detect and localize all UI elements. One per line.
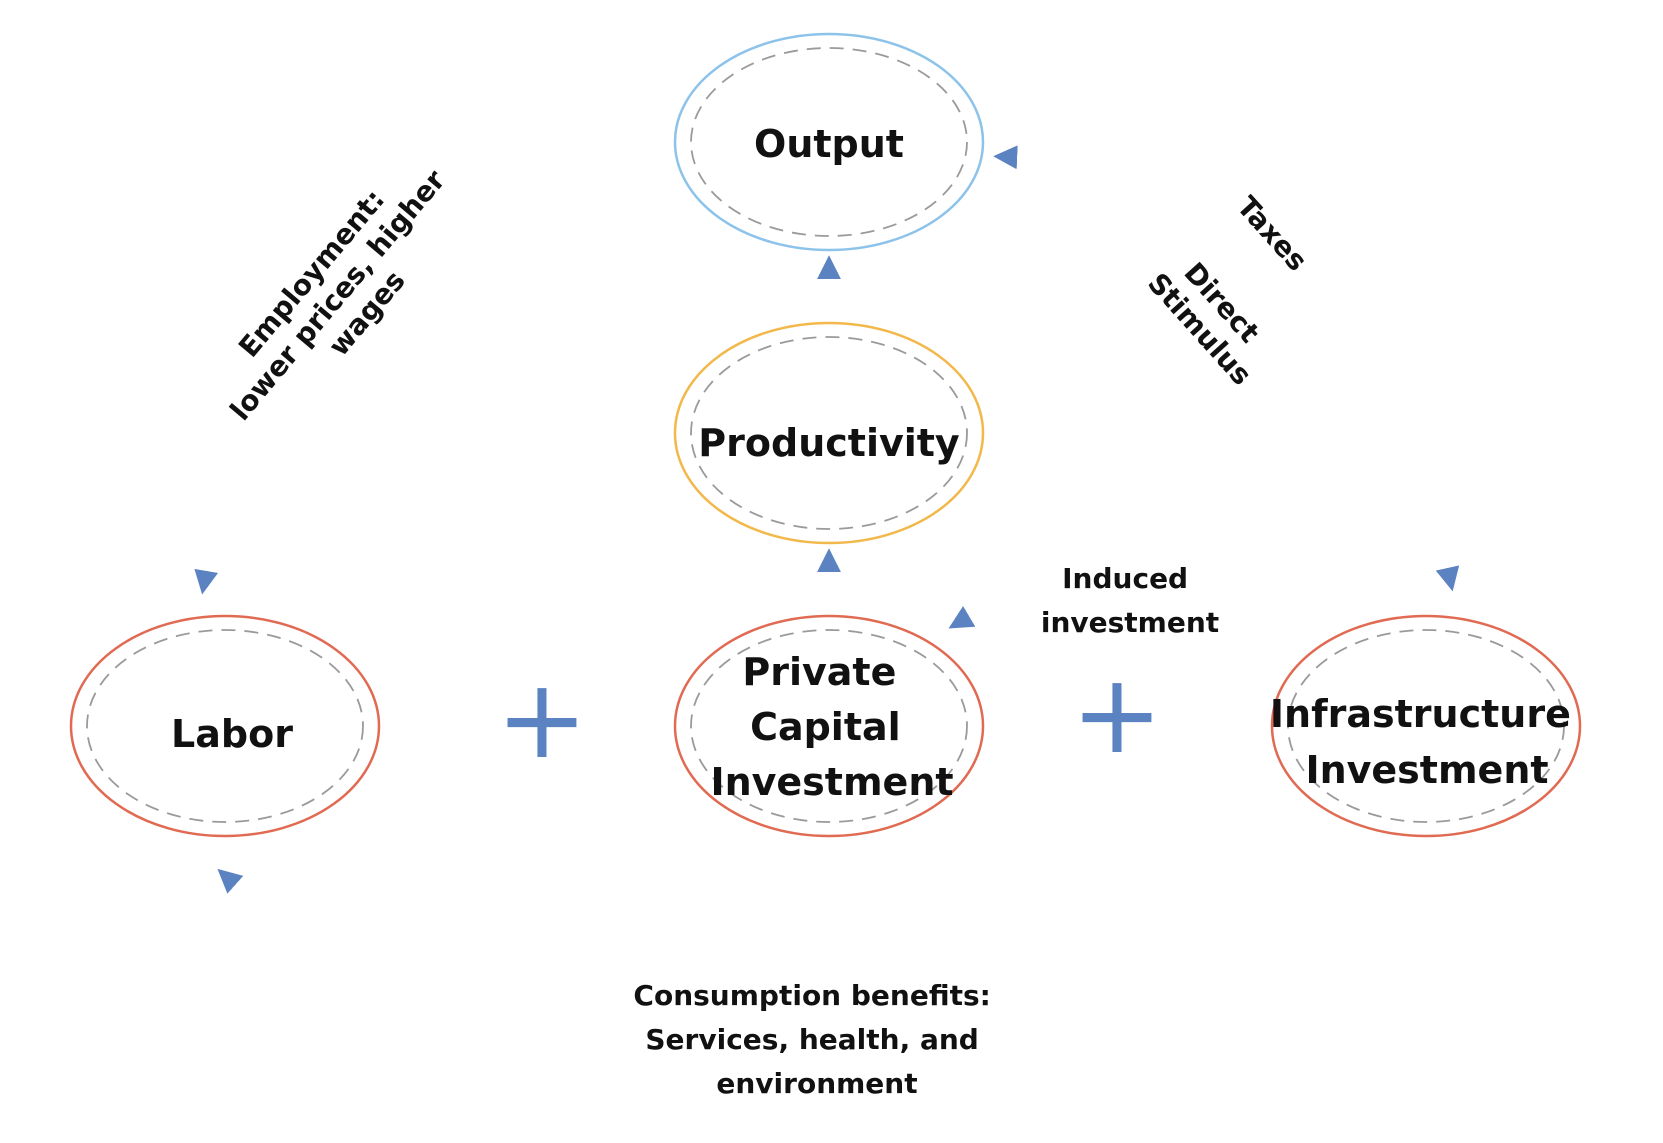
productivity-node-dashed-ring bbox=[690, 336, 968, 530]
arrow-infrastructure-to-stimulus-label bbox=[1303, 355, 1394, 590]
labor-node: Labor bbox=[69, 614, 381, 838]
labor-node-border bbox=[69, 614, 381, 838]
productivity-node-border bbox=[673, 321, 985, 545]
employment-label: Employment: lower prices, higher wages bbox=[198, 134, 485, 448]
arrow-infrastructure-to-induced-label bbox=[1248, 600, 1300, 620]
induced-investment-line-2: investment bbox=[1041, 606, 1219, 639]
infrastructure-line-1: Infrastructure bbox=[1270, 692, 1571, 736]
consumption-benefits-line-1: Consumption benefits: bbox=[633, 979, 990, 1012]
employment-label-line-2: lower prices, higher bbox=[224, 164, 452, 427]
output-node-border bbox=[673, 32, 985, 252]
labor-node-label: Labor bbox=[171, 712, 293, 756]
private-capital-node-dashed-ring bbox=[690, 629, 968, 823]
output-node-dashed-ring bbox=[690, 47, 968, 237]
svg-text:Direct Stimulus: Direct Stimulus bbox=[1141, 244, 1283, 392]
taxes-label: Taxes bbox=[1230, 190, 1313, 278]
arrow-employment-to-labor bbox=[194, 568, 219, 595]
consumption-benefits-line-2: Services, health, and bbox=[645, 1023, 978, 1056]
infrastructure-node-border bbox=[1270, 614, 1582, 838]
consumption-benefits-label: Consumption benefits: Services, health, … bbox=[633, 979, 1000, 1100]
labor-node-dashed-ring bbox=[86, 629, 364, 823]
consumption-benefits-line-3: environment bbox=[716, 1067, 917, 1100]
arrow-stimulus-to-output bbox=[993, 145, 1018, 170]
arrow-induced-to-private-capital bbox=[948, 606, 976, 629]
productivity-node-label: Productivity bbox=[698, 421, 960, 465]
private-capital-node-border bbox=[673, 614, 985, 838]
output-node-label: Output bbox=[754, 122, 904, 166]
arrow-consumption-to-labor bbox=[217, 868, 244, 894]
arrow-output-to-taxes-label bbox=[992, 101, 1200, 185]
direct-stimulus-label: Direct Stimulus bbox=[1141, 244, 1283, 392]
private-capital-line-2: Capital bbox=[750, 705, 901, 749]
infrastructure-node-label: Infrastructure Investment bbox=[1270, 692, 1584, 792]
private-capital-node: Private Capital Investment bbox=[673, 614, 985, 838]
infrastructure-node: Infrastructure Investment bbox=[1270, 614, 1584, 838]
arrow-taxes-to-infrastructure bbox=[1435, 565, 1460, 592]
arrow-output-to-employment-label bbox=[490, 116, 655, 173]
svg-text:Employment: lower prices: Employment: lower prices, higher wages bbox=[198, 134, 485, 448]
private-capital-line-1: Private bbox=[742, 650, 896, 694]
induced-investment-label: Induced investment bbox=[1041, 562, 1219, 639]
private-capital-node-label: Private Capital Investment bbox=[710, 650, 953, 804]
infrastructure-node-dashed-ring bbox=[1287, 629, 1565, 823]
plus-sign-left: + bbox=[496, 655, 588, 783]
infrastructure-line-2: Investment bbox=[1305, 748, 1548, 792]
induced-investment-line-1: Induced bbox=[1062, 562, 1188, 595]
productivity-node: Productivity bbox=[673, 321, 985, 545]
private-capital-line-3: Investment bbox=[710, 760, 953, 804]
arrow-infrastructure-to-consumption-label bbox=[1050, 857, 1447, 990]
output-node: Output bbox=[673, 32, 985, 252]
plus-sign-right: + bbox=[1071, 650, 1163, 778]
